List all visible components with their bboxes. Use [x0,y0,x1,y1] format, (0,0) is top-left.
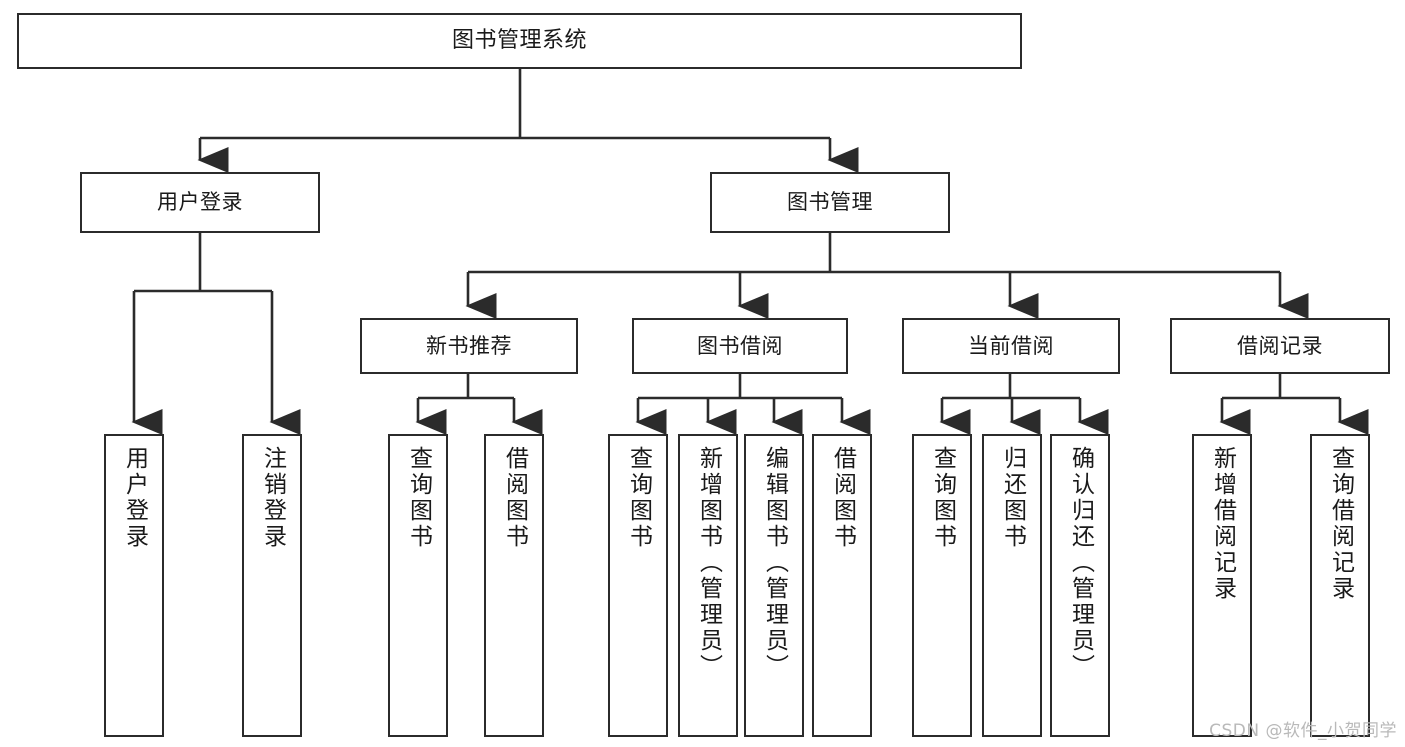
node-label: 新增借阅记录 [1209,446,1236,602]
node-book-management[interactable]: 图书管理 [710,172,950,233]
leaf-query-borrow-record[interactable]: 查询借阅记录 [1310,434,1370,737]
leaf-borrow-book-recommend[interactable]: 借阅图书 [484,434,544,737]
node-label: 新增图书（管理员） [695,446,722,680]
node-label: 查询图书 [625,446,652,550]
node-label: 用户登录 [121,446,148,550]
leaf-return-book[interactable]: 归还图书 [982,434,1042,737]
leaf-user-login[interactable]: 用户登录 [104,434,164,737]
node-current-borrow[interactable]: 当前借阅 [902,318,1120,374]
node-label: 借阅记录 [1237,333,1323,358]
leaf-user-logout[interactable]: 注销登录 [242,434,302,737]
node-user-login[interactable]: 用户登录 [80,172,320,233]
leaf-confirm-return-admin[interactable]: 确认归还（管理员） [1050,434,1110,737]
node-label: 编辑图书（管理员） [761,446,788,680]
node-label: 注销登录 [259,446,286,550]
node-label: 归还图书 [999,446,1026,550]
leaf-query-book-recommend[interactable]: 查询图书 [388,434,448,737]
node-label: 查询图书 [929,446,956,550]
node-label: 借阅图书 [501,446,528,550]
node-label: 图书管理系统 [451,28,587,54]
csdn-watermark: CSDN @软件_小贺同学 [1209,721,1397,741]
leaf-borrow-book[interactable]: 借阅图书 [812,434,872,737]
node-book-borrow[interactable]: 图书借阅 [632,318,848,374]
leaf-add-book-admin[interactable]: 新增图书（管理员） [678,434,738,737]
leaf-query-book-borrow[interactable]: 查询图书 [608,434,668,737]
node-borrow-record[interactable]: 借阅记录 [1170,318,1390,374]
node-label: 用户登录 [157,190,243,215]
node-new-book-recommend[interactable]: 新书推荐 [360,318,578,374]
node-label: 新书推荐 [426,333,512,358]
leaf-edit-book-admin[interactable]: 编辑图书（管理员） [744,434,804,737]
leaf-add-borrow-record[interactable]: 新增借阅记录 [1192,434,1252,737]
node-label: 查询图书 [405,446,432,550]
node-label: 借阅图书 [829,446,856,550]
node-label: 查询借阅记录 [1327,446,1354,602]
node-label: 确认归还（管理员） [1067,446,1094,680]
leaf-query-book-current[interactable]: 查询图书 [912,434,972,737]
node-label: 当前借阅 [968,333,1054,358]
node-label: 图书管理 [787,190,873,215]
node-label: 图书借阅 [697,333,783,358]
node-book-management-system[interactable]: 图书管理系统 [17,13,1022,69]
